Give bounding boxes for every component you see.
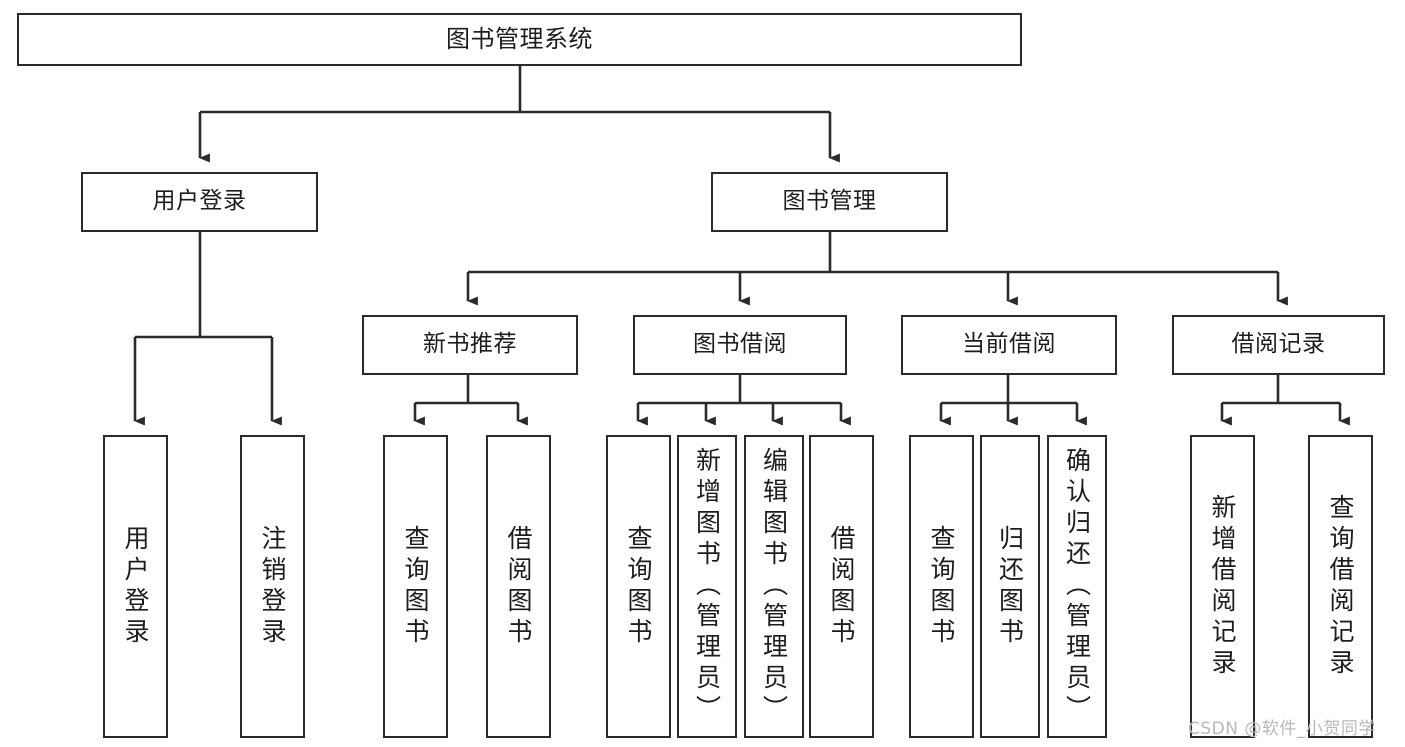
node-label: 图书管理 — [782, 188, 877, 215]
node-label: 注销登录 — [258, 524, 287, 649]
node-leaf-query-borrow-record[interactable]: 查询借阅记录 — [1308, 435, 1373, 738]
node-new-book-recommend[interactable]: 新书推荐 — [362, 315, 578, 375]
node-label: 归还图书 — [995, 524, 1025, 649]
node-label: 借阅图书 — [827, 524, 856, 649]
node-label: 当前借阅 — [962, 331, 1056, 358]
node-label: 新书推荐 — [423, 331, 517, 358]
node-leaf-add-borrow-record[interactable]: 新增借阅记录 — [1190, 435, 1255, 738]
csdn-watermark: CSDN @软件_小贺同学 — [1188, 719, 1376, 739]
node-label: 确认归还（管理员） — [1062, 447, 1092, 726]
node-label: 图书管理系统 — [446, 25, 593, 54]
node-label: 图书借阅 — [693, 331, 787, 358]
node-label: 借阅图书 — [504, 524, 533, 649]
node-label: 用户登录 — [152, 188, 247, 215]
node-label: 查询图书 — [401, 524, 430, 649]
node-label: 查询借阅记录 — [1326, 493, 1355, 680]
node-leaf-query-book-borrow[interactable]: 查询图书 — [606, 435, 671, 738]
node-user-login[interactable]: 用户登录 — [81, 172, 318, 232]
node-label: 查询图书 — [624, 524, 653, 649]
node-leaf-confirm-return-admin[interactable]: 确认归还（管理员） — [1047, 435, 1107, 738]
node-label: 新增图书（管理员） — [692, 447, 722, 726]
node-leaf-user-login[interactable]: 用户登录 — [103, 435, 168, 738]
node-label: 新增借阅记录 — [1208, 493, 1237, 680]
node-leaf-borrow-book[interactable]: 借阅图书 — [809, 435, 874, 738]
node-current-borrow[interactable]: 当前借阅 — [901, 315, 1117, 375]
node-leaf-return-book[interactable]: 归还图书 — [980, 435, 1040, 738]
node-leaf-edit-book-admin[interactable]: 编辑图书（管理员） — [744, 435, 804, 738]
node-leaf-query-book-current[interactable]: 查询图书 — [909, 435, 974, 738]
node-label: 借阅记录 — [1231, 331, 1326, 358]
node-book-borrow[interactable]: 图书借阅 — [633, 315, 847, 375]
node-borrow-record[interactable]: 借阅记录 — [1172, 315, 1385, 375]
node-root-book-management-system[interactable]: 图书管理系统 — [17, 13, 1022, 66]
node-book-management[interactable]: 图书管理 — [711, 172, 948, 232]
node-leaf-logout[interactable]: 注销登录 — [240, 435, 305, 738]
node-leaf-query-book-recommend[interactable]: 查询图书 — [383, 435, 448, 738]
node-label: 用户登录 — [121, 524, 150, 649]
node-leaf-add-book-admin[interactable]: 新增图书（管理员） — [677, 435, 737, 738]
node-label: 查询图书 — [927, 524, 956, 649]
node-leaf-borrow-book-recommend[interactable]: 借阅图书 — [486, 435, 551, 738]
node-label: 编辑图书（管理员） — [759, 447, 789, 726]
